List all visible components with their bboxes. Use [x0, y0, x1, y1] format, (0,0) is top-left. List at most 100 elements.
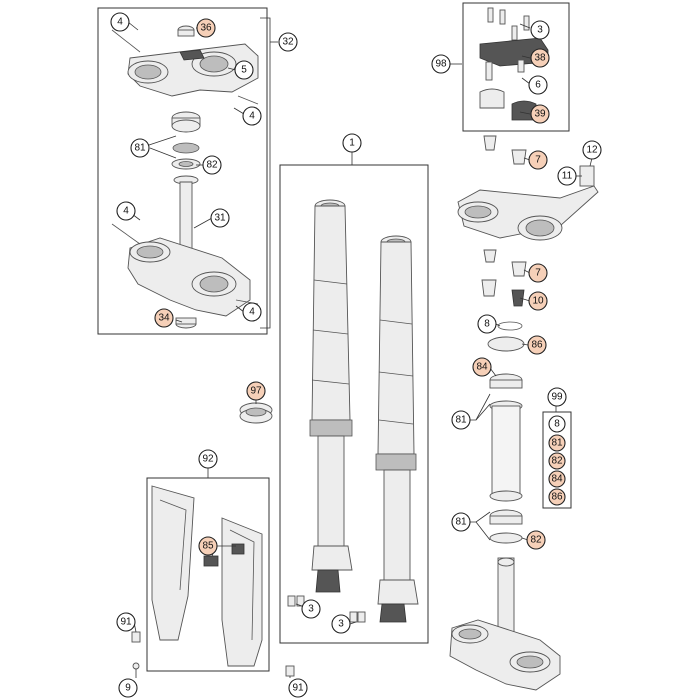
svg-text:82: 82: [551, 456, 563, 467]
callout-6[interactable]: 6: [528, 75, 548, 95]
callout-3-mount-bolts[interactable]: 3: [530, 20, 550, 40]
callout-91-right[interactable]: 91: [288, 678, 308, 698]
callout-3-left-axle-bolts[interactable]: 3: [301, 599, 321, 619]
callout-31[interactable]: 31: [210, 208, 230, 228]
svg-text:3: 3: [338, 619, 344, 630]
callout-99[interactable]: 99: [547, 387, 567, 407]
svg-text:81: 81: [134, 143, 146, 154]
callout-9[interactable]: 9: [118, 678, 138, 698]
bearing-parts-upper: [171, 111, 201, 170]
svg-text:7: 7: [535, 268, 541, 279]
svg-text:3: 3: [537, 25, 543, 36]
kit-99-item-2[interactable]: 81: [548, 434, 566, 452]
svg-text:84: 84: [476, 362, 488, 373]
svg-text:12: 12: [586, 145, 598, 156]
svg-text:8: 8: [554, 419, 560, 430]
svg-text:82: 82: [530, 535, 542, 546]
callout-4-upper-bolt[interactable]: 4: [110, 12, 130, 32]
handlebar-mount-group-frame: [462, 2, 570, 132]
callout-38[interactable]: 38: [530, 48, 550, 68]
fork-leg-group-frame: [279, 164, 429, 644]
callout-34[interactable]: 34: [154, 308, 174, 328]
callout-36[interactable]: 36: [196, 18, 216, 38]
svg-text:34: 34: [158, 313, 170, 324]
upper-clamp-right-drawing: [457, 135, 599, 241]
svg-text:92: 92: [202, 454, 214, 465]
kit-99-item-4[interactable]: 84: [548, 470, 566, 488]
svg-text:8: 8: [484, 319, 490, 330]
kit-99-item-3[interactable]: 82: [548, 452, 566, 470]
callout-97[interactable]: 97: [246, 381, 266, 401]
svg-text:91: 91: [120, 617, 132, 628]
svg-text:4: 4: [249, 111, 255, 122]
callout-81-right-upper[interactable]: 81: [451, 410, 471, 430]
callout-92[interactable]: 92: [198, 449, 218, 469]
callout-81-upper[interactable]: 81: [130, 138, 150, 158]
callout-32[interactable]: 32: [278, 32, 298, 52]
callout-1[interactable]: 1: [342, 133, 362, 153]
adjuster-ring-drawing: [239, 402, 273, 424]
callout-4-lower-clamp-bolt[interactable]: 4: [242, 302, 262, 322]
svg-text:4: 4: [123, 206, 129, 217]
svg-text:91: 91: [292, 683, 304, 694]
svg-text:31: 31: [214, 213, 226, 224]
svg-text:9: 9: [125, 683, 131, 694]
callout-91-left[interactable]: 91: [116, 612, 136, 632]
svg-text:10: 10: [532, 296, 544, 307]
svg-text:97: 97: [250, 386, 262, 397]
lower-triple-clamp-drawing: [111, 175, 259, 329]
callout-84[interactable]: 84: [472, 357, 492, 377]
callout-11[interactable]: 11: [557, 166, 577, 186]
kit-99-item-1[interactable]: 8: [548, 415, 566, 433]
svg-text:99: 99: [551, 392, 563, 403]
callout-7-upper[interactable]: 7: [528, 150, 548, 170]
callout-98[interactable]: 98: [431, 54, 451, 74]
callout-3-right-axle-bolts[interactable]: 3: [331, 614, 351, 634]
svg-text:82: 82: [206, 160, 218, 171]
svg-text:1: 1: [349, 138, 355, 149]
svg-text:4: 4: [249, 307, 255, 318]
svg-text:7: 7: [535, 155, 541, 166]
callout-82-right[interactable]: 82: [526, 530, 546, 550]
svg-text:84: 84: [551, 474, 563, 485]
callout-8[interactable]: 8: [477, 314, 497, 334]
lower-clamp-right-drawing: [449, 557, 561, 691]
axle-bolts-drawing: [287, 595, 366, 623]
svg-text:6: 6: [535, 80, 541, 91]
svg-text:81: 81: [551, 438, 563, 449]
svg-text:3: 3: [308, 604, 314, 615]
callout-12[interactable]: 12: [582, 140, 602, 160]
fork-guards-drawing: [131, 485, 295, 677]
callout-10[interactable]: 10: [528, 291, 548, 311]
callout-7-lower[interactable]: 7: [528, 263, 548, 283]
upper-triple-clamp-drawing: [111, 25, 259, 105]
kit-99-frame: [542, 411, 572, 509]
svg-text:98: 98: [435, 59, 447, 70]
callout-4-upper-clamp-bolt[interactable]: 4: [242, 106, 262, 126]
callout-86[interactable]: 86: [527, 335, 547, 355]
kit-99-item-5[interactable]: 86: [548, 488, 566, 506]
callout-5[interactable]: 5: [234, 60, 254, 80]
svg-text:32: 32: [282, 37, 294, 48]
fork-leg-right-drawing: [375, 235, 419, 623]
upper-triple-clamp-group-frame: [97, 7, 268, 335]
svg-text:5: 5: [241, 65, 247, 76]
svg-text:86: 86: [551, 492, 563, 503]
callout-4-lower-bolt[interactable]: 4: [116, 201, 136, 221]
stem-parts-right: [481, 249, 527, 544]
callout-81-right-lower[interactable]: 81: [451, 512, 471, 532]
callout-85[interactable]: 85: [198, 536, 218, 556]
callout-39[interactable]: 39: [530, 104, 550, 124]
svg-text:81: 81: [455, 415, 467, 426]
svg-text:39: 39: [534, 109, 546, 120]
svg-text:86: 86: [531, 340, 543, 351]
svg-text:81: 81: [455, 517, 467, 528]
callout-82-upper[interactable]: 82: [202, 155, 222, 175]
svg-text:38: 38: [534, 53, 546, 64]
svg-text:4: 4: [117, 17, 123, 28]
fork-leg-left-drawing: [309, 199, 353, 593]
svg-text:85: 85: [202, 541, 214, 552]
svg-text:11: 11: [562, 171, 573, 182]
